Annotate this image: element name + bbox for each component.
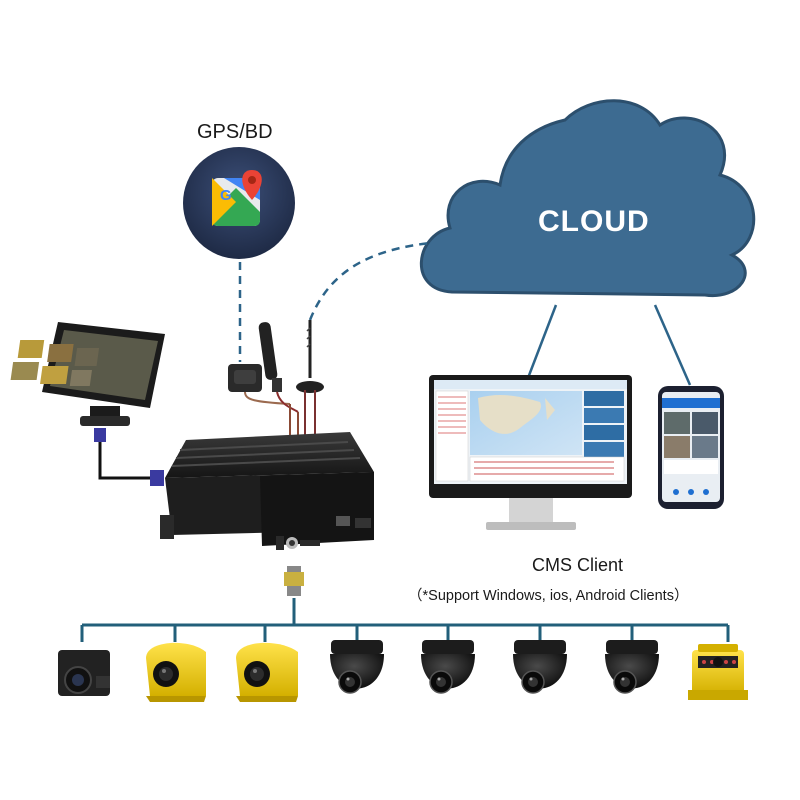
cloud-shape [419,99,756,298]
wifi-antenna [258,322,299,413]
ahd-box-camera [58,650,110,696]
cms-client-title: CMS Client [532,555,624,575]
camera-bus [80,598,730,642]
cloud-to-phone-link [653,304,692,386]
yellow-side-camera [146,642,206,702]
black-dome-camera [605,640,659,694]
vga-connector [150,470,164,486]
black-dome-camera [330,640,384,694]
cms-smartphone [658,386,724,509]
cloud-to-desktop-link [526,304,558,379]
vehicle-monitor [10,322,165,442]
cms-client-subtitle: （*Support Windows, ios, Android Clients） [408,588,689,604]
gps-antenna [228,364,291,405]
svg-text:G: G [220,187,232,204]
4g-antenna [296,320,324,440]
black-dome-camera [421,640,475,694]
google-maps-icon: G [212,170,262,226]
cloud-label: CLOUD [538,205,650,238]
dvr-camera-connector [284,566,304,596]
gps-label: GPS/BD [197,121,273,143]
mobile-dvr-unit [160,432,374,550]
black-dome-camera [513,640,567,694]
cms-desktop-monitor [429,375,632,530]
wireless-dashed-link [308,241,431,321]
gps-icon-badge: G [183,147,295,259]
yellow-side-camera [236,642,298,702]
monitor-cable [98,442,152,480]
yellow-rear-camera [688,644,748,700]
